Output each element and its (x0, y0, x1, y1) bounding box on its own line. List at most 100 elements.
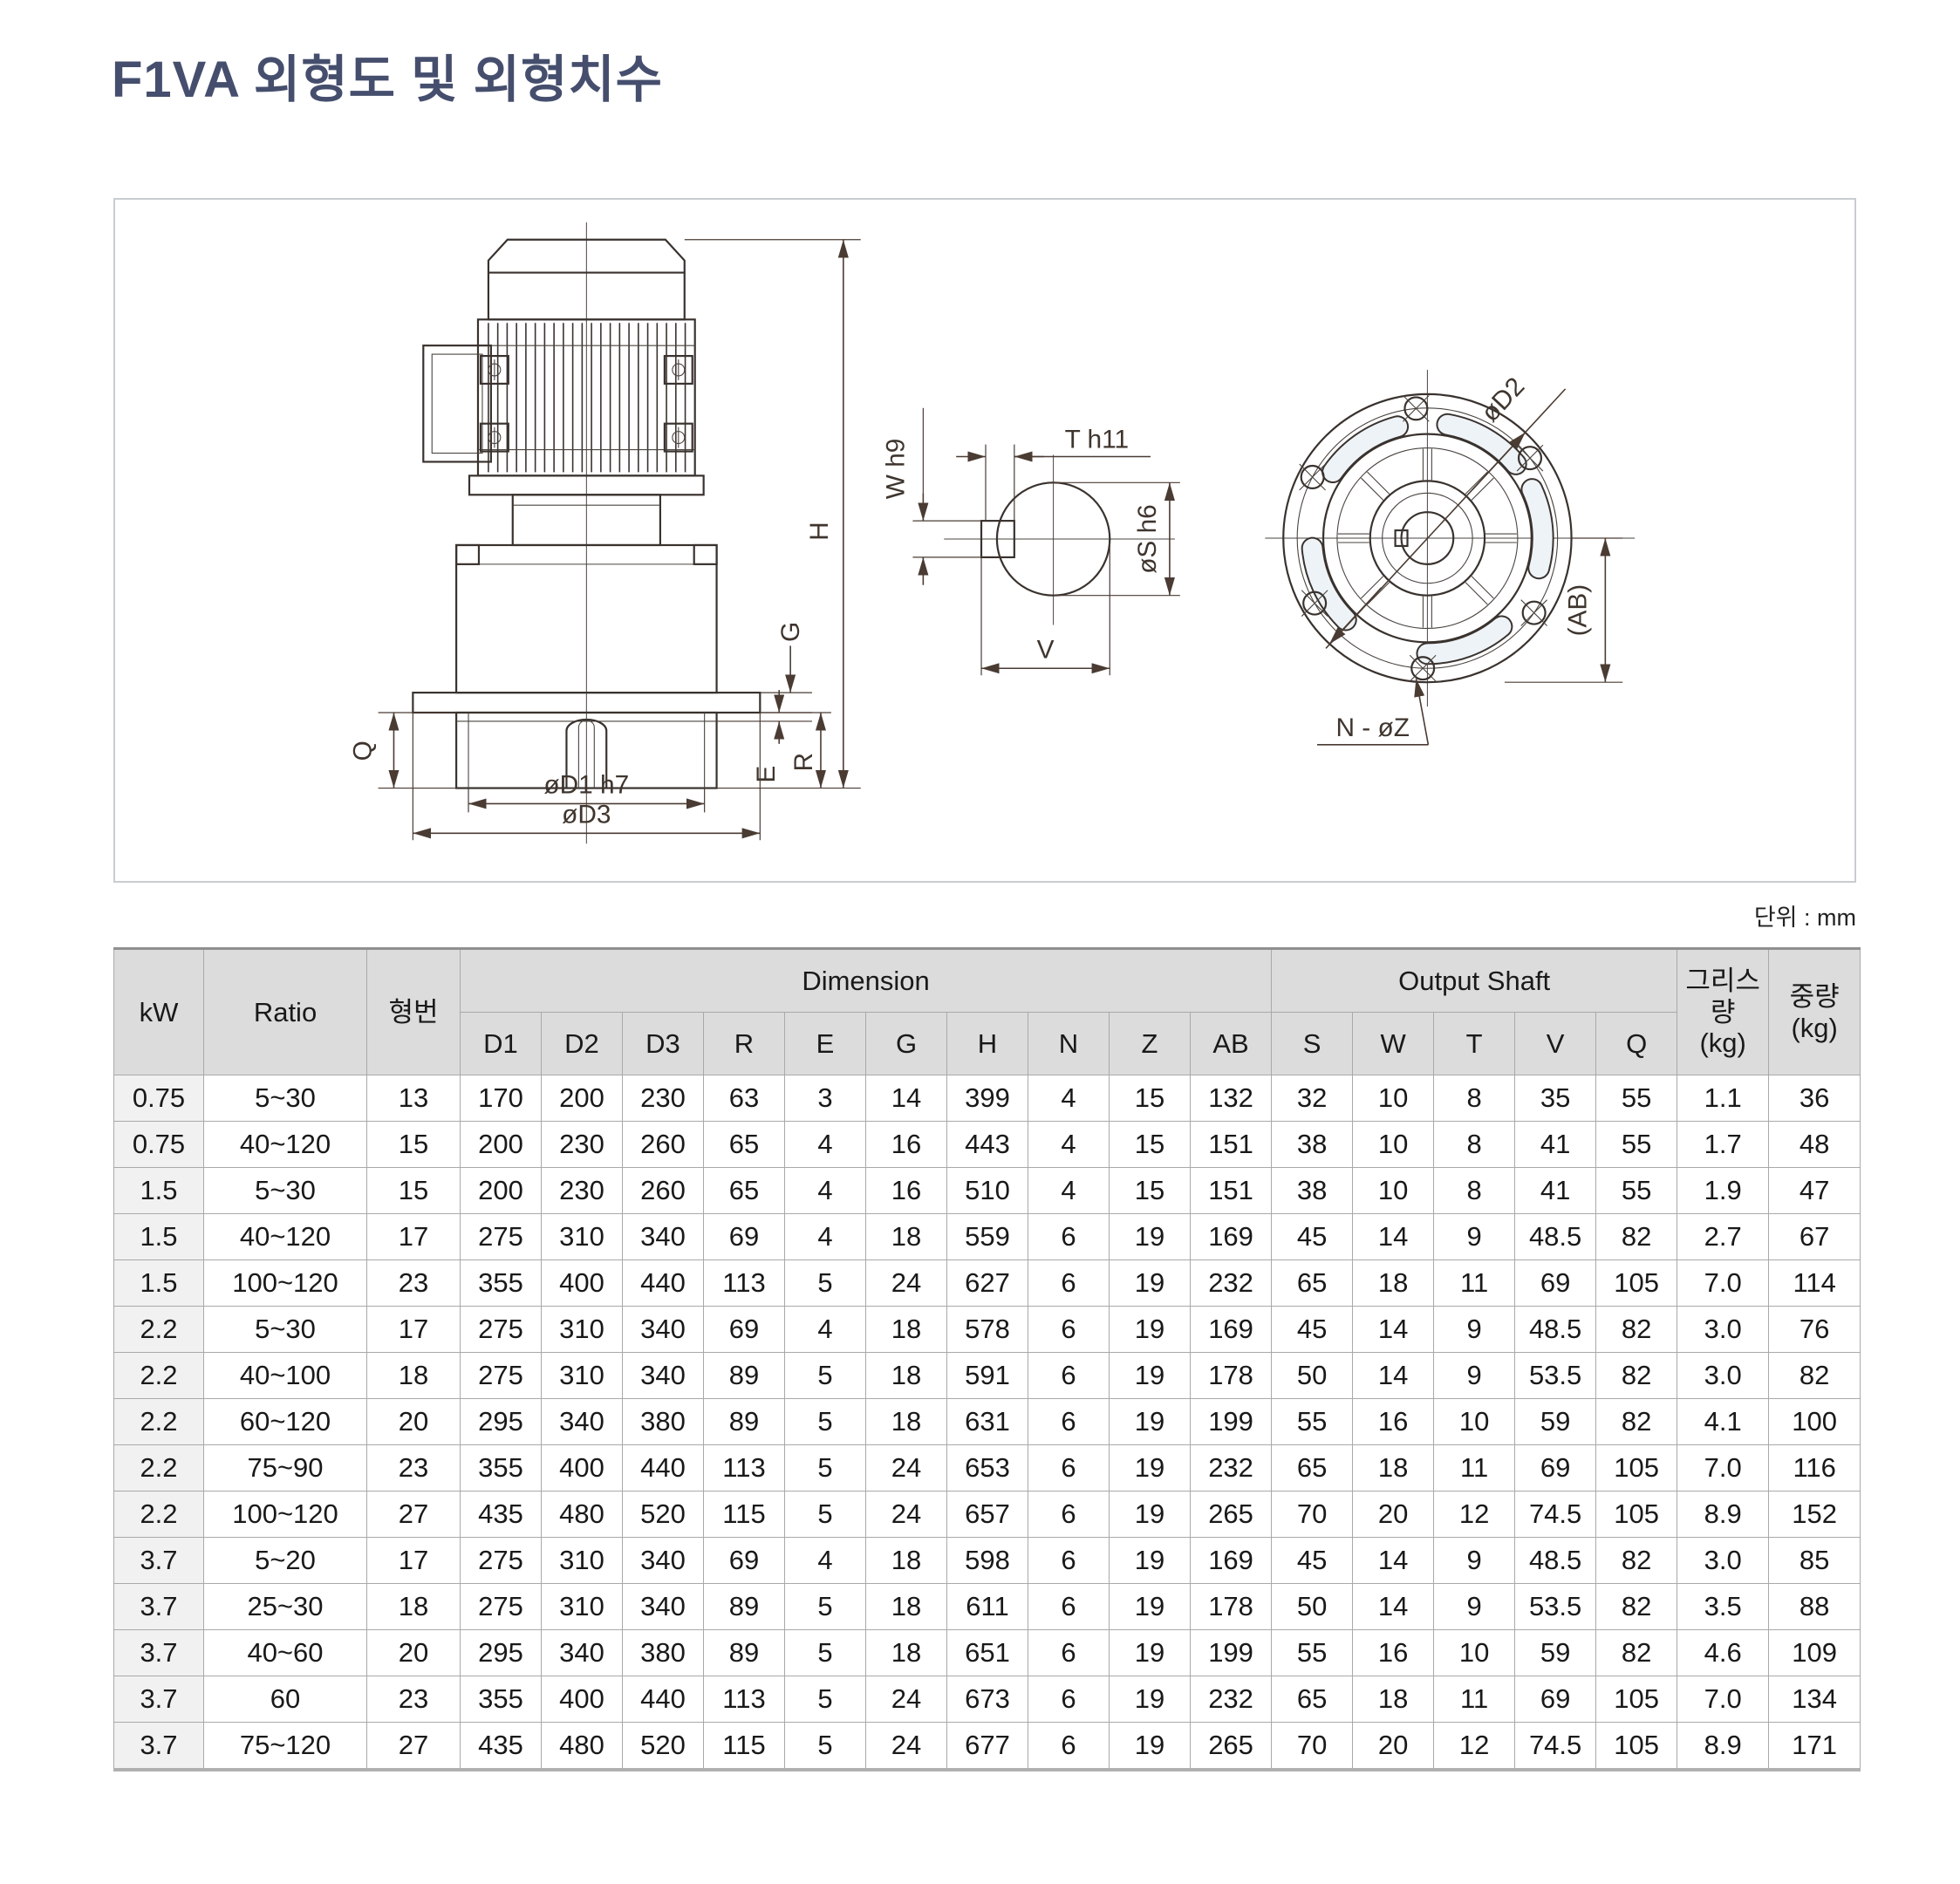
cell: 2.2 (113, 1491, 204, 1538)
cell: 520 (622, 1491, 704, 1538)
cell: 380 (622, 1398, 704, 1445)
sub-col-header: N (1028, 1012, 1110, 1075)
cell: 18 (865, 1398, 947, 1445)
sub-col-header: D1 (460, 1012, 542, 1075)
cell: 400 (541, 1444, 623, 1492)
sub-col-header: AB (1189, 1012, 1273, 1075)
flange-arc-slots (1301, 413, 1554, 666)
cell: 310 (541, 1213, 623, 1260)
cell: 152 (1768, 1491, 1861, 1538)
col-header-model-no: 형번 (366, 948, 461, 1075)
cell: 10 (1352, 1167, 1435, 1214)
sub-col-header: Z (1109, 1012, 1191, 1075)
cell: 75~90 (203, 1444, 367, 1492)
cell: 480 (541, 1491, 623, 1538)
cell: 443 (946, 1121, 1028, 1168)
cell: 55 (1271, 1398, 1354, 1445)
cell: 35 (1514, 1075, 1597, 1122)
cell: 6 (1028, 1537, 1110, 1584)
side-view-drawing: H G E R Q øD1 h7 øD3 (349, 222, 861, 844)
dim-label-w: W h9 (881, 439, 910, 500)
cell: 18 (366, 1583, 461, 1630)
cell: 340 (622, 1213, 704, 1260)
cell: 355 (460, 1676, 542, 1723)
cell: 3.0 (1677, 1537, 1770, 1584)
cell: 6 (1028, 1352, 1110, 1399)
cell: 510 (946, 1167, 1028, 1214)
cell: 18 (865, 1213, 947, 1260)
sub-col-header: Q (1595, 1012, 1678, 1075)
cell: 265 (1189, 1722, 1273, 1771)
cell: 15 (366, 1167, 461, 1214)
cell: 3.0 (1677, 1306, 1770, 1353)
cell: 65 (1271, 1259, 1354, 1307)
cell: 559 (946, 1213, 1028, 1260)
cell: 53.5 (1514, 1583, 1597, 1630)
cell: 20 (1352, 1722, 1435, 1771)
cell: 232 (1189, 1444, 1273, 1492)
cell: 8.9 (1677, 1491, 1770, 1538)
cell: 89 (703, 1583, 785, 1630)
cell: 178 (1189, 1352, 1273, 1399)
cell: 1.5 (113, 1259, 204, 1307)
cell: 32 (1271, 1075, 1354, 1122)
cell: 113 (703, 1444, 785, 1492)
cell: 275 (460, 1213, 542, 1260)
cell: 340 (541, 1398, 623, 1445)
cell: 611 (946, 1583, 1028, 1630)
cell: 9 (1433, 1352, 1516, 1399)
cell: 355 (460, 1444, 542, 1492)
cell: 9 (1433, 1213, 1516, 1260)
cell: 20 (1352, 1491, 1435, 1538)
cell: 400 (541, 1676, 623, 1723)
cell: 18 (865, 1583, 947, 1630)
cell: 38 (1271, 1121, 1354, 1168)
cell: 5 (784, 1583, 866, 1630)
cell: 69 (703, 1306, 785, 1353)
cell: 6 (1028, 1259, 1110, 1307)
cell: 3.7 (113, 1629, 204, 1676)
cell: 19 (1109, 1259, 1191, 1307)
cell: 7.0 (1677, 1676, 1770, 1723)
sub-col-header: R (703, 1012, 785, 1075)
cell: 1.5 (113, 1213, 204, 1260)
cell: 200 (541, 1075, 623, 1122)
cell: 171 (1768, 1722, 1861, 1771)
cell: 151 (1189, 1121, 1273, 1168)
cell: 48.5 (1514, 1537, 1597, 1584)
cell: 2.7 (1677, 1213, 1770, 1260)
cell: 4.6 (1677, 1629, 1770, 1676)
dim-label-d2: øD2 (1476, 372, 1531, 427)
cell: 2.2 (113, 1398, 204, 1445)
cell: 3 (784, 1075, 866, 1122)
cell: 134 (1768, 1676, 1861, 1723)
cell: 19 (1109, 1398, 1191, 1445)
cell: 60~120 (203, 1398, 367, 1445)
key-slot (980, 520, 1015, 558)
sub-col-header: W (1352, 1012, 1435, 1075)
cell: 18 (865, 1306, 947, 1353)
cell: 0.75 (113, 1121, 204, 1168)
cell: 6 (1028, 1676, 1110, 1723)
cell: 105 (1595, 1444, 1678, 1492)
cooling-fins (488, 323, 686, 473)
cell: 627 (946, 1259, 1028, 1307)
cell: 48.5 (1514, 1306, 1597, 1353)
dim-label-s: øS h6 (1133, 504, 1162, 574)
cell: 89 (703, 1398, 785, 1445)
cell: 6 (1028, 1213, 1110, 1260)
cell: 19 (1109, 1537, 1191, 1584)
cell: 4.1 (1677, 1398, 1770, 1445)
cell: 40~100 (203, 1352, 367, 1399)
cell: 74.5 (1514, 1722, 1597, 1771)
cell: 3.0 (1677, 1352, 1770, 1399)
cell: 82 (1595, 1537, 1678, 1584)
cell: 295 (460, 1629, 542, 1676)
cell: 275 (460, 1352, 542, 1399)
header-row-groups: kW Ratio 형번 Dimension Output Shaft 그리스량(… (113, 948, 1861, 1075)
cell: 60 (203, 1676, 367, 1723)
flange-face-drawing: øD2 (AB) N - øZ (1265, 370, 1636, 746)
